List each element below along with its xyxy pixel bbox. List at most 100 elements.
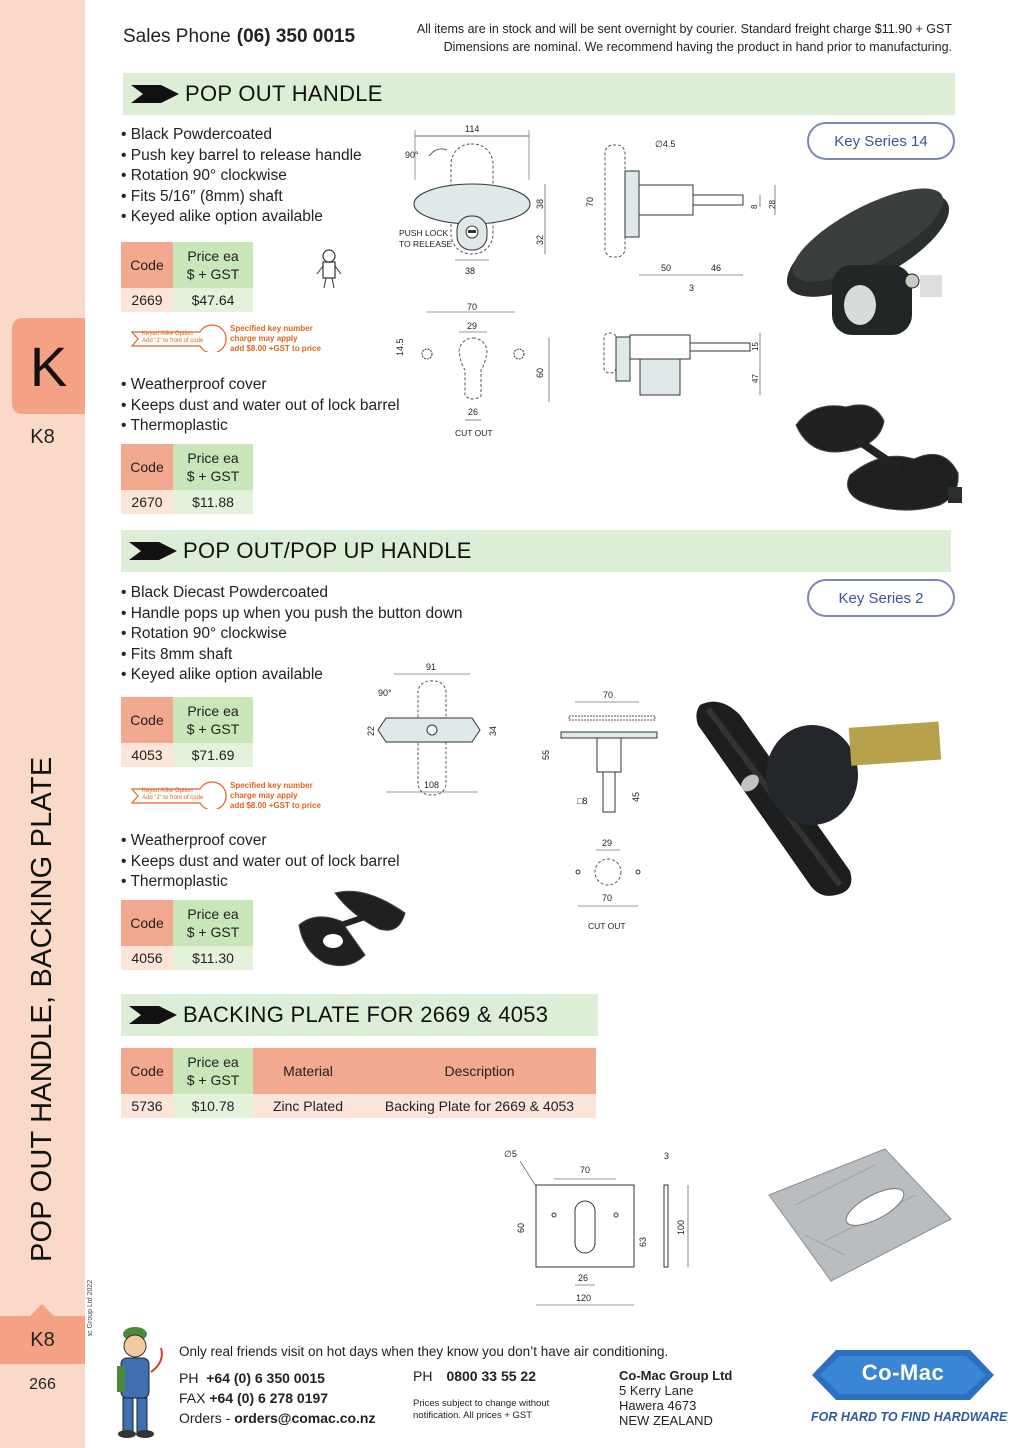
dim-label: 8	[750, 204, 759, 209]
popup-side-drawing: 70 55 □8 45	[541, 690, 658, 813]
price-note: Prices subject to change without notific…	[413, 1398, 549, 1422]
price-header-line-2: $ + GST	[186, 721, 240, 737]
slogan: FOR HARD TO FIND HARDWARE	[811, 1410, 1008, 1424]
dim-label: 46	[711, 263, 721, 273]
fax-number[interactable]: +64 (0) 6 278 0197	[209, 1390, 329, 1406]
section-bar-pop-out-handle: POP OUT HANDLE	[123, 73, 955, 115]
key-series-badge[interactable]: Key Series 2	[807, 579, 955, 617]
product-price: $47.64	[173, 288, 253, 312]
product-code[interactable]: 5736	[121, 1094, 173, 1118]
handle-side-drawing: ∅4.5 70 8 28 50 46 3	[585, 139, 777, 293]
cover-2670-photo	[795, 404, 962, 511]
feature-list: Black Diecast Powdercoated Handle pops u…	[121, 583, 463, 686]
keynote-line-2: charge may apply	[230, 791, 298, 800]
keynote-line-1: Specified key number	[230, 324, 313, 333]
feature-item: Keyed alike option available	[121, 207, 362, 228]
key-label-2: Add "J" to front of code	[142, 338, 204, 344]
company-name: Co-Mac Group Ltd	[619, 1368, 733, 1383]
product-code[interactable]: 2670	[121, 490, 173, 514]
footer: Only real friends visit on hot days when…	[85, 1327, 1024, 1448]
feature-item: Weatherproof cover	[121, 831, 400, 852]
product-code[interactable]: 4056	[121, 946, 173, 970]
dim-label: 38	[465, 266, 475, 276]
dim-label: 108	[424, 780, 439, 790]
feature-item: Keeps dust and water out of lock barrel	[121, 396, 400, 417]
feature-list: Black Powdercoated Push key barrel to re…	[121, 125, 362, 228]
key-series-badge[interactable]: Key Series 14	[807, 122, 955, 160]
section-title: POP OUT HANDLE	[185, 81, 383, 106]
freephone-number[interactable]: 0800 33 55 22	[446, 1368, 536, 1384]
address-line-3: NEW ZEALAND	[619, 1413, 713, 1428]
dim-label: 22	[366, 726, 376, 736]
section-title: BACKING PLATE FOR 2669 & 4053	[183, 1002, 549, 1027]
product-code[interactable]: 4053	[121, 743, 173, 767]
arrow-icon	[131, 85, 179, 103]
orders-email[interactable]: orders@comac.co.nz	[234, 1410, 376, 1426]
cutout-drawing: 70 29 14.5 60 26 CUT OUT	[395, 302, 550, 438]
phone-label: PH	[179, 1370, 199, 1386]
address-line-1: 5 Kerry Lane	[619, 1383, 694, 1398]
dim-label: □8	[577, 796, 587, 806]
company-address: Co-Mac Group Ltd 5 Kerry Lane Hawera 467…	[619, 1368, 732, 1428]
shipping-notice: All items are in stock and will be sent …	[417, 20, 952, 56]
feature-item: Thermoplastic	[121, 416, 400, 437]
pop-out-handle-photo	[786, 188, 950, 335]
code-header: Code	[121, 900, 173, 946]
keynote-text: Specified key number charge may apply ad…	[230, 781, 321, 811]
product-price: $11.88	[173, 490, 253, 514]
key-icon	[130, 324, 227, 352]
product-code[interactable]: 2669	[121, 288, 173, 312]
sales-phone: Sales Phone(06) 350 0015	[123, 26, 355, 48]
feature-item: Thermoplastic	[121, 872, 400, 893]
dim-label: 26	[578, 1273, 588, 1283]
dim-label: 100	[676, 1220, 686, 1235]
price-header-line-1: Price ea	[187, 1054, 239, 1070]
sales-number[interactable]: (06) 350 0015	[236, 26, 356, 47]
price-note-line-2: notification. All prices + GST	[413, 1410, 533, 1421]
price-table-2669: Code Price ea$ + GST 2669 $47.64	[121, 242, 253, 312]
dim-label: 34	[488, 726, 498, 736]
price-header-line-2: $ + GST	[186, 266, 240, 282]
comac-logo[interactable]	[812, 1344, 994, 1406]
sales-label: Sales Phone	[123, 26, 231, 47]
dim-label: 32	[535, 235, 545, 245]
product-material: Zinc Plated	[253, 1094, 363, 1118]
price-header: Price ea$ + GST	[173, 242, 253, 288]
contact-block: PH +64 (0) 6 350 0015 FAX +64 (0) 6 278 …	[179, 1368, 376, 1428]
dim-label: 120	[576, 1293, 591, 1303]
page-code-bottom: K8	[0, 1304, 85, 1364]
freephone-label: PH	[413, 1368, 433, 1384]
product-price: $71.69	[173, 743, 253, 767]
price-header-line-1: Price ea	[187, 703, 239, 719]
feature-item: Rotation 90° clockwise	[121, 624, 463, 645]
dim-label: 29	[467, 321, 477, 331]
price-header-line-1: Price ea	[187, 450, 239, 466]
dim-label: 60	[535, 368, 545, 378]
dim-label: 70	[585, 197, 595, 207]
cutout-label: CUT OUT	[455, 428, 493, 438]
section-title: POP OUT/POP UP HANDLE	[183, 538, 472, 563]
feature-item: Weatherproof cover	[121, 375, 400, 396]
dim-label: 29	[602, 838, 612, 848]
dim-label: 3	[689, 283, 694, 293]
backing-plate-drawing: ∅5 70 3 60 63 100 26 120	[504, 1149, 689, 1306]
vertical-page-title: POP OUT HANDLE, BACKING PLATE	[26, 756, 58, 1262]
price-header: Price ea $ + GST	[173, 444, 253, 490]
phone-number[interactable]: +64 (0) 6 350 0015	[206, 1370, 325, 1386]
dim-label: 14.5	[395, 338, 405, 356]
fax-label: FAX	[179, 1390, 206, 1406]
handle-front-drawing: 114 90° PUSH LOCK TO RELEASE 38 32 38	[399, 124, 546, 276]
popup-front-drawing: 91 90° 22 34 108	[366, 662, 498, 796]
section-bar-backing-plate: BACKING PLATE FOR 2669 & 4053	[121, 994, 598, 1036]
price-header-line-2: $ + GST	[186, 468, 240, 484]
mascot-icon	[117, 1327, 163, 1438]
cover-4056-photo	[298, 890, 406, 967]
price-note-line-1: Prices subject to change without	[413, 1398, 550, 1409]
fax-line: FAX +64 (0) 6 278 0197	[179, 1388, 376, 1408]
dim-label: 70	[603, 690, 613, 700]
key-label-1: Keyed Alike Option	[142, 331, 193, 337]
dim-label: 70	[580, 1165, 590, 1175]
section-tab[interactable]: K	[12, 318, 85, 414]
feature-item: Keyed alike option available	[121, 665, 463, 686]
